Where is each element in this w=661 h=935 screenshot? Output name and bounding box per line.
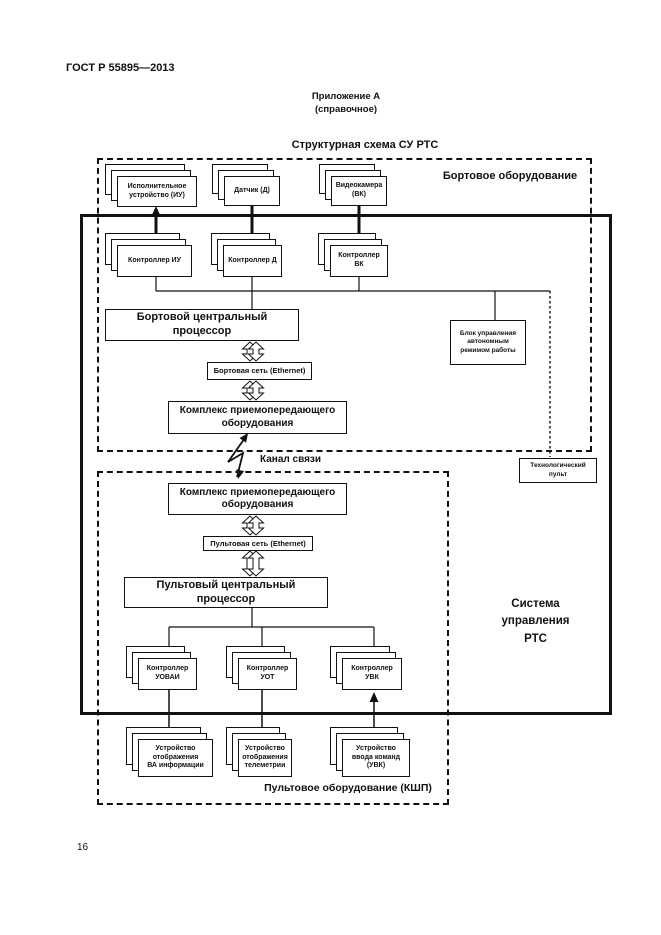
camera-box-label: Видеокамера (ВК) — [331, 176, 387, 206]
controller-uvk-label: Контроллер УВК — [342, 658, 402, 690]
diagram-title: Структурная схема СУ РТС — [291, 139, 439, 151]
transceiver-bottom-box: Комплекс приемопередающего оборудования — [168, 483, 347, 515]
display-telemetry-label: Устройство отображения телеметрии — [238, 739, 292, 777]
sensor-box-label: Датчик (Д) — [224, 176, 280, 206]
controller-uot-box: Контроллер УОТ — [226, 646, 297, 690]
console-boundary-rect — [97, 471, 449, 805]
comm-channel-label: Канал связи — [260, 454, 322, 465]
console-equipment-label: Пультовое оборудование (КШП) — [264, 782, 432, 794]
controller-uovai-box: Контроллер УОВАИ — [126, 646, 197, 690]
autonomous-mode-unit-box: Блок управления автономным режимом работ… — [450, 320, 526, 365]
controller-d-box: Контроллер Д — [211, 233, 282, 277]
display-vai-label: Устройство отображения ВА информации — [138, 739, 213, 777]
page-number: 16 — [77, 842, 89, 853]
input-device-box: Устройство ввода команд (УВК) — [330, 727, 410, 777]
console-cpu-box: Пультовый центральный процессор — [124, 577, 328, 608]
double-arrow-transceiver2-net — [241, 515, 265, 536]
actuator-box: Исполнительное устройство (ИУ) — [105, 164, 197, 207]
onboard-boundary-rect — [97, 158, 592, 452]
onboard-cpu-box: Бортовой центральный процессор — [105, 309, 299, 341]
onboard-bus-line — [155, 277, 550, 320]
controller-vk-label: Контроллер ВК — [330, 245, 388, 277]
controller-uvk-box: Контроллер УВК — [330, 646, 402, 690]
document-number: ГОСТ Р 55895—2013 — [66, 62, 175, 74]
controller-iu-label: Контроллер ИУ — [117, 245, 192, 277]
input-device-label: Устройство ввода команд (УВК) — [342, 739, 410, 777]
appendix-label: Приложение А — [311, 91, 381, 102]
rts-control-system-label: Система управления РТС — [501, 598, 570, 645]
controller-vk-box: Контроллер ВК — [318, 233, 388, 277]
double-arrow-net-transceiver — [241, 380, 265, 401]
sensor-box: Датчик (Д) — [212, 164, 280, 206]
double-arrow-cpu-net — [241, 341, 265, 362]
display-vai-box: Устройство отображения ВА информации — [126, 727, 213, 777]
tech-console-box: Технологический пульт — [519, 458, 597, 483]
radio-channel-link — [227, 433, 248, 479]
console-bus-line — [168, 608, 375, 658]
controller-iu-box: Контроллер ИУ — [105, 233, 192, 277]
controller-uot-label: Контроллер УОТ — [238, 658, 297, 690]
display-telemetry-box: Устройство отображения телеметрии — [226, 727, 292, 777]
double-arrow-net-console-cpu — [241, 550, 265, 577]
transceiver-top-box: Комплекс приемопередающего оборудования — [168, 401, 347, 434]
camera-box: Видеокамера (ВК) — [319, 164, 387, 206]
onboard-network-box: Бортовая сеть (Ethernet) — [207, 362, 312, 380]
controller-d-label: Контроллер Д — [223, 245, 282, 277]
onboard-equipment-label: Бортовое оборудование — [442, 170, 578, 182]
console-network-box: Пультовая сеть (Ethernet) — [203, 536, 313, 551]
system-boundary-rect — [80, 214, 612, 715]
controller-uovai-label: Контроллер УОВАИ — [138, 658, 197, 690]
appendix-note: (справочное) — [314, 104, 378, 115]
actuator-box-label: Исполнительное устройство (ИУ) — [117, 176, 197, 207]
